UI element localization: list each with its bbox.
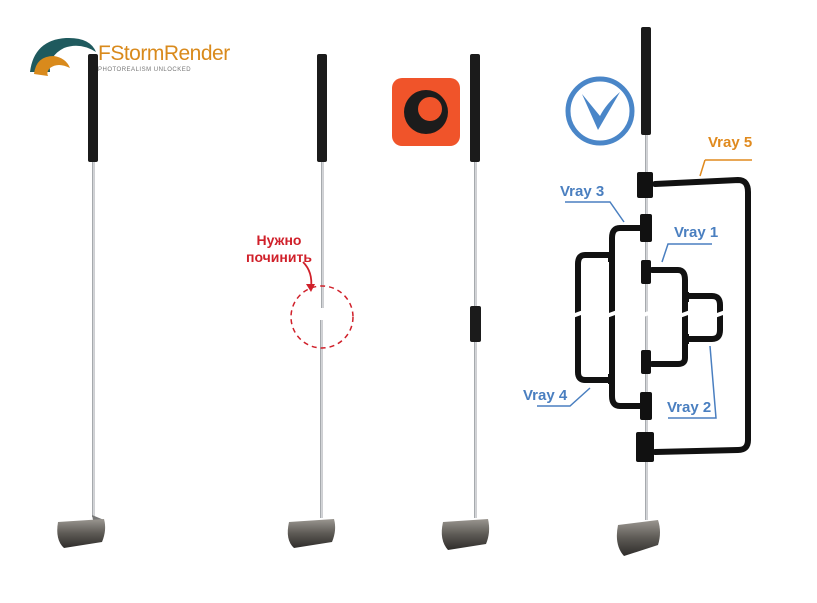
label-vray-1: Vray 1 [674, 224, 719, 241]
fstorm-logo-icon [30, 37, 96, 76]
label-vray-5: Vray 5 [708, 134, 753, 151]
vray2-handle [685, 293, 723, 342]
broken-area-circle [290, 285, 354, 349]
vray-logo-icon [565, 76, 635, 146]
vray3-handle [609, 225, 645, 409]
golf-club-vray [537, 27, 752, 556]
golf-club-broken [287, 54, 354, 548]
repair-sleeve [470, 306, 481, 342]
golf-club-corona [441, 54, 490, 550]
fix-note-line1: Нужно [256, 232, 302, 248]
vray1-handle [649, 267, 688, 367]
fstorm-tagline: PHOTOREALISM UNLOCKED [98, 67, 192, 73]
label-leaders [537, 159, 752, 419]
vray-handles [575, 177, 751, 455]
vray5-handle [652, 177, 751, 455]
fix-note: Нужно починить [246, 232, 312, 266]
corona-logo-icon [392, 78, 460, 146]
vray4-handle [575, 252, 613, 383]
label-vray-3: Vray 3 [560, 183, 605, 200]
fstorm-brand-name: FStormRender [98, 42, 230, 65]
golf-club-fstorm [57, 54, 106, 548]
fix-note-line2: починить [246, 249, 312, 265]
label-vray-4: Vray 4 [523, 387, 568, 404]
label-vray-2: Vray 2 [667, 399, 712, 416]
